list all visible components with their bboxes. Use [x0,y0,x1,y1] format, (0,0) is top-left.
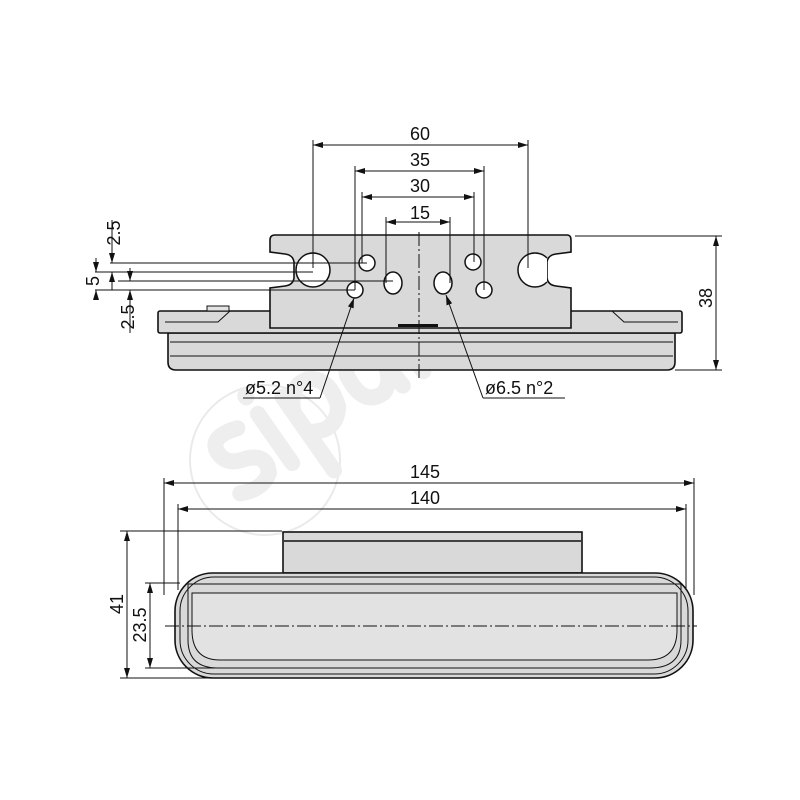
dim-140: 140 [410,488,440,508]
hole-6-5 [383,271,403,295]
dim-30: 30 [410,176,430,196]
hole-5-2 [464,253,482,271]
side-view: 145 140 41 23.5 [107,462,697,679]
dim-15: 15 [410,203,430,223]
mounting-plate [269,234,572,329]
dim-38: 38 [696,288,716,308]
dim-60: 60 [410,124,430,144]
dim-35: 35 [410,150,430,170]
top-block [282,531,583,574]
hole-6-5 [433,271,453,295]
callout-leaders [243,294,565,399]
extension-lines [95,140,722,371]
dim-2-5-top: 2.5 [104,220,124,245]
dimension-lines [93,142,719,370]
dim-41: 41 [107,594,127,614]
dim-23-5: 23.5 [130,607,150,642]
top-view: 60 35 30 15 38 2.5 5 2.5 ø5.2 n°4 ø6.5 n… [83,124,722,399]
dimension-lines [124,480,694,678]
dim-5: 5 [83,276,103,286]
dim-2-5-bottom: 2.5 [118,304,138,329]
callout-large-holes: ø6.5 n°2 [485,378,553,398]
extension-lines [120,478,695,679]
large-slot-hole-right [517,252,548,288]
dim-145: 145 [410,462,440,482]
callout-small-holes: ø5.2 n°4 [245,378,313,398]
